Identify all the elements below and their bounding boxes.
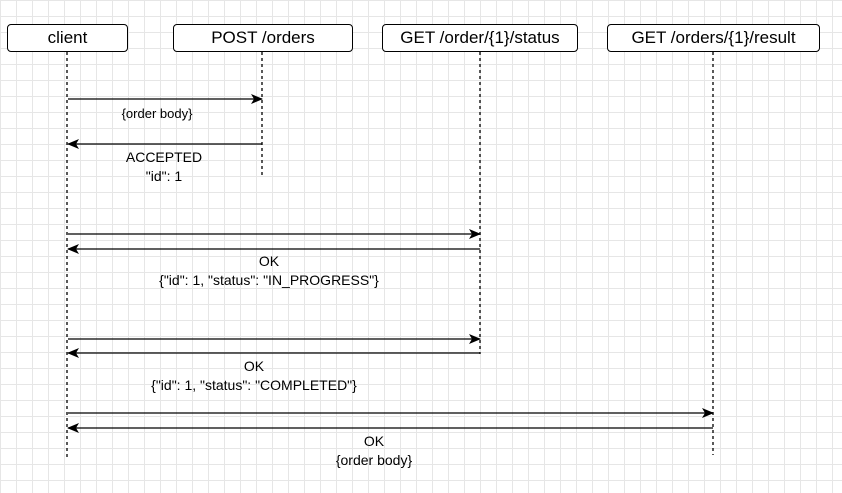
- message-label-8-line-2: {order body}: [335, 452, 413, 468]
- message-label-6-line-2: {"id": 1, "status": "COMPLETED"}: [151, 377, 357, 393]
- message-label-4-line-2: {"id": 1, "status": "IN_PROGRESS"}: [159, 272, 379, 288]
- message-label-8-line-1: OK: [363, 433, 385, 449]
- lifeline-post-orders-label: POST /orders: [211, 28, 315, 47]
- lifeline-get-result-label: GET /orders/{1}/result: [631, 28, 796, 47]
- message-label-1: {order body}: [121, 106, 193, 121]
- message-label-2-line-2: "id": 1: [145, 168, 183, 184]
- lifeline-post-orders: POST /orders: [173, 24, 353, 52]
- lifeline-get-status-label: GET /order/{1}/status: [400, 28, 560, 47]
- message-label-2: ACCEPTED "id": 1: [104, 148, 224, 186]
- message-label-6-line-1: OK: [243, 358, 265, 374]
- message-label-4: OK {"id": 1, "status": "IN_PROGRESS"}: [119, 252, 419, 290]
- lifeline-client-label: client: [47, 28, 88, 47]
- message-label-2-line-1: ACCEPTED: [125, 149, 203, 165]
- message-label-8: OK {order body}: [314, 432, 434, 470]
- lifeline-get-result: GET /orders/{1}/result: [607, 24, 820, 52]
- lifeline-get-status: GET /order/{1}/status: [382, 24, 578, 52]
- message-label-6: OK {"id": 1, "status": "COMPLETED"}: [114, 357, 394, 395]
- message-label-4-line-1: OK: [258, 253, 280, 269]
- lifeline-client: client: [7, 24, 128, 52]
